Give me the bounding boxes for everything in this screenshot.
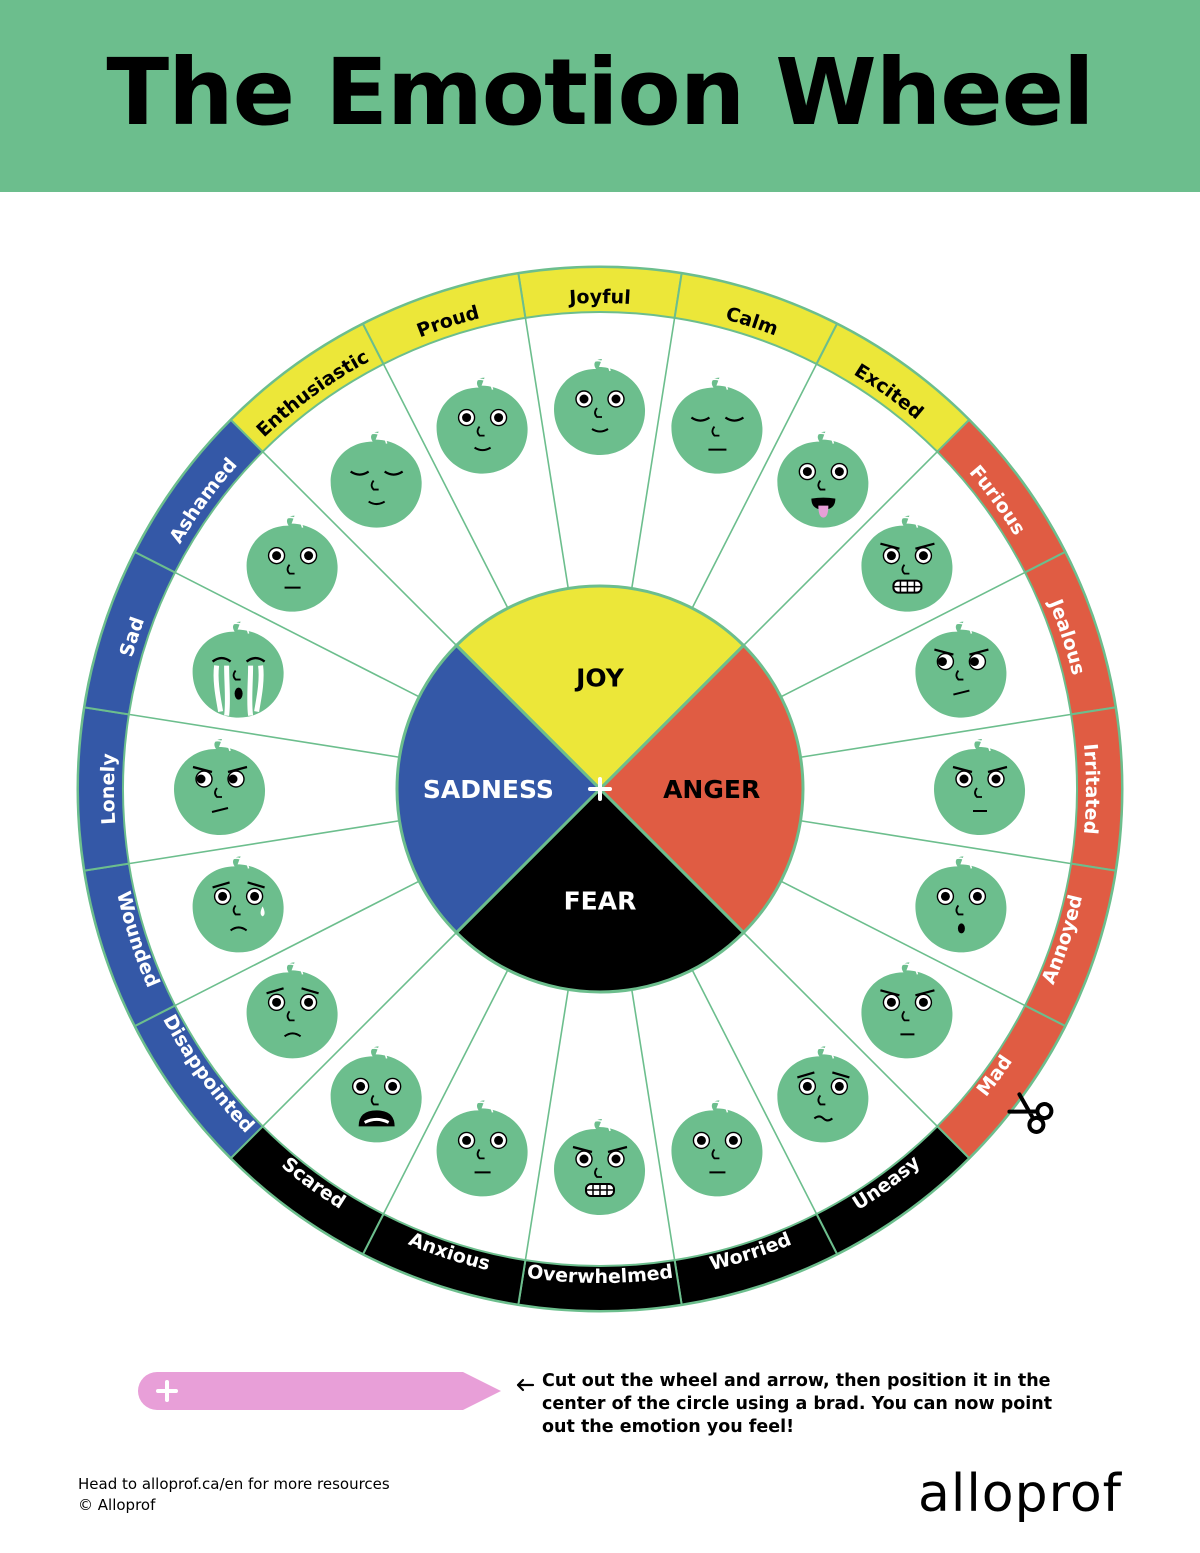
face-happy-closed-icon: [330, 431, 422, 528]
footer-copyright: © Alloprof: [78, 1496, 156, 1514]
alloprof-logo: alloprof: [918, 1464, 1122, 1524]
segment-divider: [262, 931, 458, 1127]
core-anger-sector: [597, 643, 805, 935]
instructions-text: Cut out the wheel and arrow, then positi…: [542, 1371, 1053, 1437]
arrow-left-icon: [516, 1378, 535, 1392]
emotion-segment-scared: Scared: [229, 969, 509, 1256]
face-calm-icon: [671, 377, 763, 474]
segment-divider: [780, 880, 1026, 1007]
face-smile-icon: [436, 377, 528, 474]
emotion-segment-irritated: Irritated: [800, 706, 1123, 872]
segment-divider: [800, 819, 1072, 865]
emotion-label: Lonely: [97, 752, 120, 825]
footer-resources: Head to alloprof.ca/en for more resource…: [78, 1475, 390, 1493]
core-fear-label: FEAR: [564, 887, 637, 916]
segment-divider: [382, 969, 509, 1215]
segment-divider: [524, 317, 570, 589]
segment-divider: [524, 989, 570, 1261]
face-frown-icon: [861, 962, 953, 1059]
segment-divider: [128, 713, 400, 759]
segment-divider: [174, 571, 420, 698]
emotion-segment-wounded: Wounded: [83, 856, 420, 1028]
segment-divider: [691, 363, 818, 609]
emotion-label: Joyful: [567, 286, 632, 309]
face-sad-icon: [246, 962, 338, 1059]
face-sideeye-icon: [174, 739, 266, 835]
core-joy-label: JOY: [574, 663, 625, 692]
face-teeth-icon: [861, 515, 953, 612]
footer: Head to alloprof.ca/en for more resource…: [78, 1474, 390, 1516]
arrow-shape: [138, 1372, 501, 1410]
segment-divider: [382, 363, 509, 609]
face-flat-icon: [671, 1100, 763, 1197]
core-sadness-label: SADNESS: [423, 775, 554, 804]
scissors-icon: [1007, 1092, 1054, 1134]
face-teeth-icon: [554, 1119, 646, 1215]
core-joy-sector: [454, 584, 746, 792]
segment-divider: [174, 880, 420, 1007]
face-wavy-icon: [777, 1046, 869, 1143]
emotion-band: [361, 272, 527, 366]
face-sideeye-icon: [915, 621, 1007, 718]
center-plus-icon: [588, 777, 612, 801]
face-frown-icon: [934, 739, 1026, 835]
emotion-segment-proud: Proud: [361, 272, 528, 609]
pointer-arrow: [138, 1372, 501, 1410]
page-title: The Emotion Wheel: [106, 39, 1094, 146]
segment-divider: [128, 819, 400, 865]
core-fear-sector: [454, 786, 746, 994]
face-tear-icon: [192, 856, 284, 953]
emotion-segment-overwhelmed: Overwhelmed: [517, 989, 683, 1312]
emotion-label: Irritated: [1079, 743, 1103, 836]
emotion-segment-lonely: Lonely: [77, 706, 400, 872]
face-crying-icon: [192, 621, 284, 718]
segment-divider: [630, 989, 676, 1261]
brad-hole-plus-icon: [156, 1380, 178, 1402]
face-flat-icon: [246, 515, 338, 612]
segment-divider: [742, 931, 938, 1127]
segment-divider: [691, 969, 818, 1215]
segment-divider: [800, 713, 1072, 759]
core-sadness-sector: [395, 643, 603, 935]
segment-divider: [780, 571, 1026, 698]
emotion-segment-annoyed: Annoyed: [800, 819, 1117, 1028]
face-smile-icon: [554, 359, 646, 455]
emotion-segment-sad: Sad: [83, 550, 400, 759]
face-flat-icon: [436, 1100, 528, 1197]
segment-divider: [742, 451, 938, 647]
segment-divider: [262, 451, 458, 647]
core-anger-label: ANGER: [663, 775, 760, 804]
face-tongue-icon: [777, 431, 869, 528]
core-emotions: JOY ANGER FEAR SADNESS: [395, 584, 805, 994]
title-banner: The Emotion Wheel: [0, 0, 1200, 192]
segment-divider: [630, 317, 676, 589]
face-o-mouth-icon: [915, 856, 1007, 953]
emotion-wheel: JoyfulCalmExcitedFuriousJealousIrritated…: [76, 265, 1124, 1313]
face-scream-icon: [330, 1046, 422, 1143]
